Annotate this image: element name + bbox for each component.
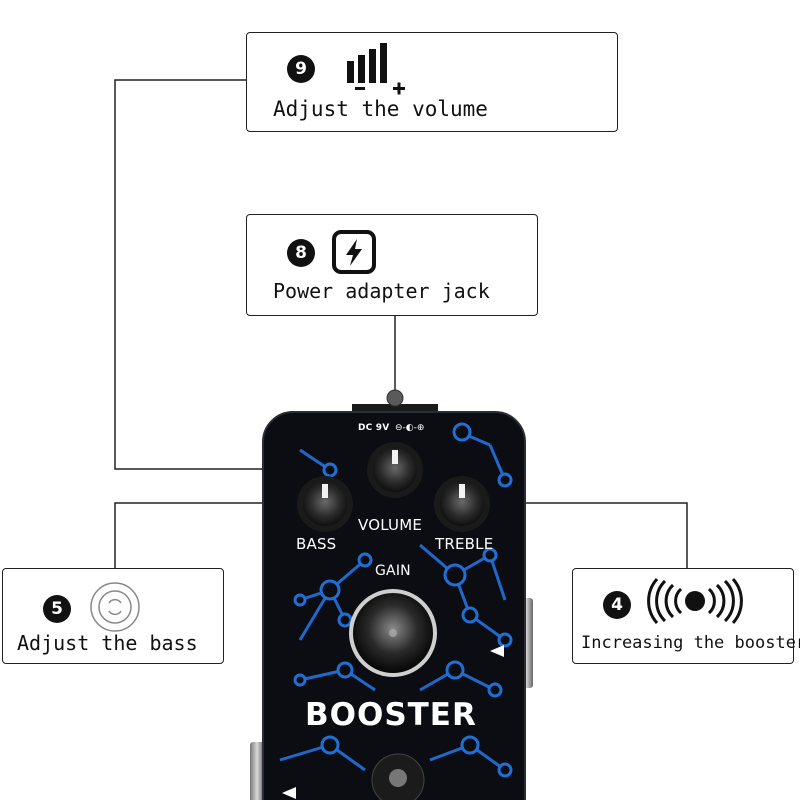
input-jack — [250, 742, 264, 800]
callout-bass: 5 Adjust the bass — [2, 568, 224, 664]
output-arrow-icon — [490, 645, 504, 657]
volume-knob[interactable] — [367, 442, 423, 498]
volume-label: VOLUME — [358, 516, 423, 534]
circuit-nodes — [293, 422, 513, 778]
bass-knob[interactable] — [297, 476, 353, 532]
treble-label: TREBLE — [435, 535, 494, 553]
treble-knob[interactable] — [434, 476, 490, 532]
bass-label: BASS — [296, 535, 337, 553]
sound-waves-icon — [643, 577, 753, 625]
gain-label: GAIN — [375, 563, 411, 579]
volume-bars-icon — [347, 41, 407, 97]
callout-volume-text: Adjust the volume — [273, 97, 488, 121]
callout-bass-text: Adjust the bass — [17, 631, 198, 655]
badge-5: 5 — [43, 595, 71, 623]
badge-9: 9 — [287, 55, 315, 83]
bass-knob-icon — [89, 581, 141, 633]
badge-8: 8 — [287, 239, 315, 267]
pedal-name: BOOSTER — [305, 697, 477, 733]
connector-lines — [114, 79, 688, 568]
dc-label: DC 9V — [358, 423, 390, 433]
callout-volume: 9 Adjust the volume — [246, 32, 618, 132]
gain-knob[interactable] — [349, 589, 437, 677]
callout-power-text: Power adapter jack — [273, 279, 490, 303]
callout-power: 8 Power adapter jack — [246, 214, 538, 316]
polarity-icon: ⊖-◐-⊕ — [395, 423, 425, 433]
callout-booster: 4 Increasing the booster — [572, 568, 800, 664]
lightning-icon — [331, 229, 377, 275]
power-jack — [386, 389, 404, 407]
callout-booster-text: Increasing the booster — [581, 633, 800, 653]
footswitch[interactable] — [371, 753, 425, 800]
badge-4: 4 — [603, 591, 631, 619]
input-arrow-icon — [282, 787, 296, 799]
